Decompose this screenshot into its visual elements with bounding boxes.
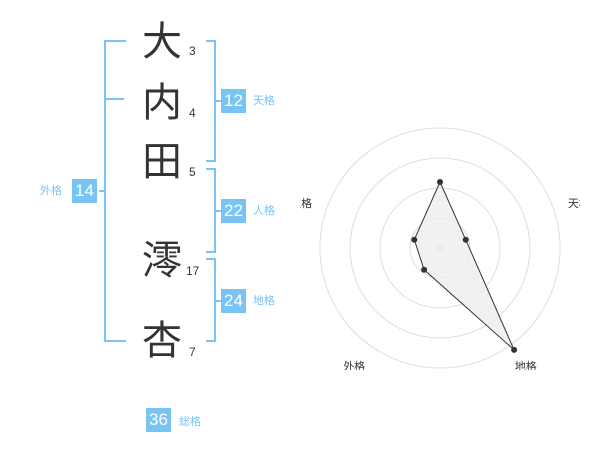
radar-axis-label-2: 天格 <box>568 196 580 210</box>
name-breakdown-panel: 大 内 田 澪 杏 3 4 5 17 7 12 天格 22 人格 24 地格 外… <box>40 19 275 432</box>
tenkaku-connector <box>214 100 222 102</box>
name-char-5: 杏 <box>142 318 182 364</box>
chikaku-connector <box>214 300 222 302</box>
radar-point-5 <box>411 236 418 243</box>
radar-series-polygon <box>413 180 515 351</box>
name-char-1: 大 <box>142 19 182 65</box>
radar-axis-label-4: 外格 <box>343 359 365 370</box>
chikaku-label: 地格 <box>253 294 275 307</box>
stroke-count-2: 4 <box>189 106 196 120</box>
stroke-count-4: 17 <box>186 264 200 278</box>
radar-axis-label-3: 地格 <box>515 359 537 370</box>
soukaku-value: 36 <box>146 408 171 432</box>
radar-point-2 <box>462 236 469 243</box>
name-char-4: 澪 <box>142 238 182 284</box>
tenkaku-value: 12 <box>221 89 246 113</box>
radar-ring-3 <box>349 157 531 339</box>
radar-point-1 <box>437 179 443 185</box>
stroke-count-1: 3 <box>189 44 196 58</box>
soukaku-label: 総格 <box>179 415 201 428</box>
name-char-3: 田 <box>142 139 182 185</box>
stroke-count-3: 5 <box>189 165 196 179</box>
gaikaku-bracket <box>104 40 126 342</box>
chikaku-value: 24 <box>221 289 246 313</box>
stroke-count-5: 7 <box>189 345 196 359</box>
gaikaku-bracket-divider <box>104 98 124 100</box>
jinkaku-value: 22 <box>221 199 246 223</box>
name-char-2: 内 <box>142 80 182 126</box>
jinkaku-label: 人格 <box>253 204 275 217</box>
radar-axis-label-5: 人格 <box>300 196 312 210</box>
radar-point-4 <box>421 266 428 273</box>
gaikaku-label: 外格 <box>40 184 62 197</box>
tenkaku-label: 天格 <box>253 94 275 107</box>
gaikaku-value: 14 <box>72 179 97 203</box>
gaikaku-connector <box>99 190 105 192</box>
radar-ring-4 <box>319 127 561 369</box>
radar-point-3 <box>511 346 518 353</box>
jinkaku-connector <box>214 210 222 212</box>
radar-chart: 総格天格地格外格人格 <box>300 127 580 370</box>
